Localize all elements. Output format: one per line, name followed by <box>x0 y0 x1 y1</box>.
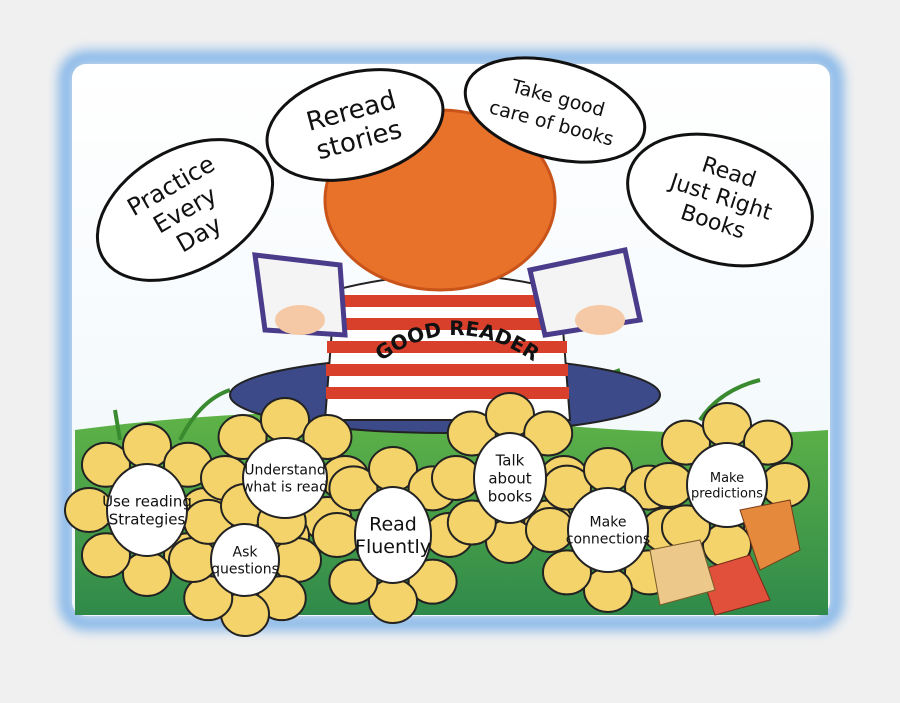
petal <box>407 558 458 605</box>
flower-label: Fluently <box>355 536 431 558</box>
flower-petals-layer <box>64 392 810 637</box>
petal <box>523 410 574 457</box>
petal <box>80 441 131 488</box>
petal <box>328 465 379 512</box>
flower-label: about <box>488 469 531 487</box>
petal <box>328 558 379 605</box>
flower-label: Strategies <box>109 510 186 528</box>
petal <box>541 549 592 596</box>
flower-center <box>242 437 328 519</box>
flower-label: questions <box>211 561 279 577</box>
flower-label: Read <box>369 513 417 535</box>
petal <box>760 462 810 508</box>
flower-label: Understand <box>244 463 326 479</box>
flower-label: Make <box>710 471 744 486</box>
flower-label: Make <box>590 515 627 531</box>
flower-label: Talk <box>495 451 525 469</box>
flower-label: predictions <box>691 486 763 501</box>
flower-label: what is read <box>242 479 328 495</box>
flower-center <box>686 442 768 528</box>
cloud-practice: PracticeEveryDay <box>95 138 275 282</box>
flower-center <box>210 523 280 597</box>
flower-center <box>106 463 188 557</box>
flower-label: Ask <box>233 545 259 561</box>
flower-center <box>473 432 547 524</box>
petal <box>644 462 694 508</box>
flower-label: connections <box>566 531 650 547</box>
flower-center <box>354 486 432 584</box>
petal <box>217 413 268 460</box>
flower-center <box>567 487 649 573</box>
petal <box>80 532 131 579</box>
petal <box>312 512 362 558</box>
cloud-reread: Rereadstories <box>265 68 445 182</box>
petal <box>431 455 481 501</box>
autumn-leaves <box>649 499 801 616</box>
cloud-just-right: ReadJust RightBooks <box>626 132 814 268</box>
flower-label: Use reading <box>102 492 192 510</box>
petal <box>743 419 794 466</box>
petal <box>302 413 353 460</box>
flower-label: books <box>488 487 533 505</box>
petal <box>260 397 310 443</box>
petal <box>660 419 711 466</box>
petal <box>446 499 497 546</box>
cloud-take-care: Take goodcare of books <box>463 56 647 164</box>
